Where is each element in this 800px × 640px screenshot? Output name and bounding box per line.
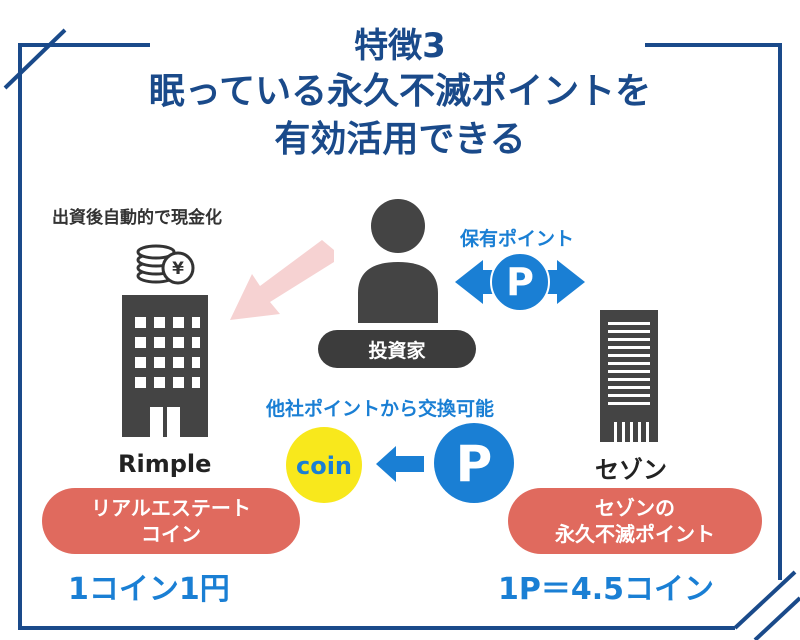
saison-building-icon bbox=[600, 310, 658, 442]
held-points-label: 保有ポイント bbox=[460, 228, 575, 250]
coin-label: coin bbox=[296, 452, 352, 480]
rimple-pill-line-2: コイン bbox=[141, 522, 201, 546]
saison-point-icon: P bbox=[434, 423, 514, 503]
arrow-to-coin bbox=[376, 446, 424, 482]
investor-label: 投資家 bbox=[318, 330, 476, 368]
saison-points-pill: セゾンの 永久不滅ポイント bbox=[508, 488, 762, 554]
rimple-coin-pill: リアルエステート コイン bbox=[42, 488, 300, 554]
rimple-pill-line-1: リアルエステート bbox=[91, 496, 251, 520]
title-line-2: 眠っている永久不滅ポイントを bbox=[148, 71, 652, 112]
coin-stack-icon: ¥ bbox=[136, 244, 195, 285]
coin-icon: coin bbox=[286, 427, 362, 503]
saison-rate: 1P＝4.5コイン bbox=[498, 572, 715, 607]
yen-symbol: ¥ bbox=[172, 259, 184, 279]
saison-pill-line-1: セゾンの bbox=[595, 496, 675, 520]
investor-person-icon bbox=[358, 199, 438, 323]
saison-name: セゾン bbox=[595, 456, 667, 484]
points-exchange-arrow: P bbox=[455, 252, 585, 312]
saison-point-p-symbol: P bbox=[456, 435, 493, 493]
exchange-label: 他社ポイントから交換可能 bbox=[266, 398, 495, 420]
title-feature-number: 特徴3 bbox=[354, 26, 446, 66]
saison-pill-line-2: 永久不滅ポイント bbox=[555, 522, 715, 546]
title-line-3: 有効活用できる bbox=[274, 119, 526, 160]
auto-cash-text: 出資後自動的で現金化 bbox=[52, 208, 222, 228]
held-points-p-symbol: P bbox=[506, 260, 534, 304]
rimple-name: Rimple bbox=[118, 450, 212, 478]
rimple-rate: 1コイン1円 bbox=[68, 572, 230, 607]
arrow-to-rimple bbox=[230, 240, 334, 320]
rimple-building-icon bbox=[122, 295, 208, 437]
